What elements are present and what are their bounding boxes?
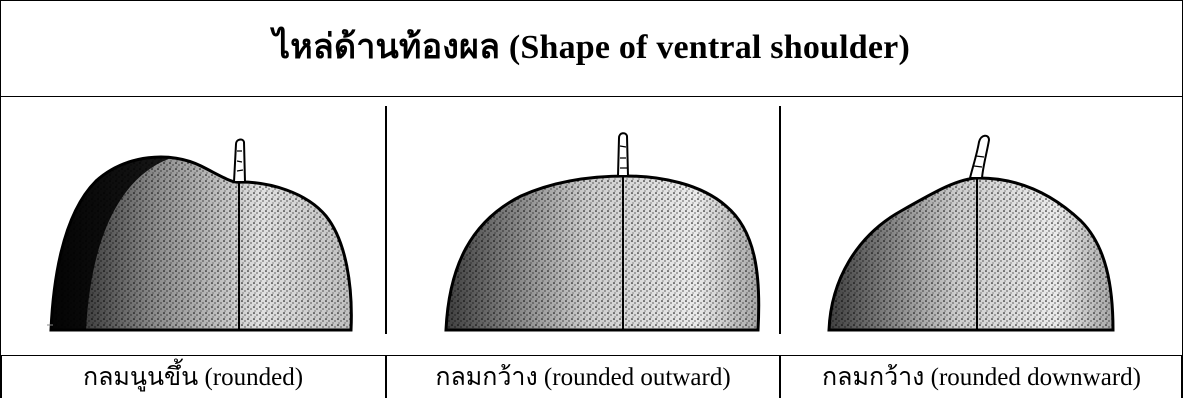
image-divider-2 [779, 106, 781, 334]
label-rounded-downward: กลมกว้าง (rounded downward) [780, 356, 1183, 398]
illustration-row [0, 96, 1183, 356]
fruit-outward-illustration [446, 133, 759, 330]
title-cell: ไหล่ด้านท้องผล (Shape of ventral shoulde… [0, 0, 1183, 97]
label-rounded-outward: กลมกว้าง (rounded outward) [386, 356, 780, 398]
labels-row: กลมนูนขึ้น (rounded) กลมกว้าง (rounded o… [0, 356, 1183, 398]
fruit-rounded-illustration [47, 140, 351, 354]
image-divider-1 [385, 106, 387, 334]
label-rounded: กลมนูนขึ้น (rounded) [0, 356, 386, 398]
fruit-downward-illustration [829, 136, 1113, 330]
illustrations-svg [1, 96, 1181, 354]
figure-title: ไหล่ด้านท้องผล (Shape of ventral shoulde… [273, 19, 910, 73]
